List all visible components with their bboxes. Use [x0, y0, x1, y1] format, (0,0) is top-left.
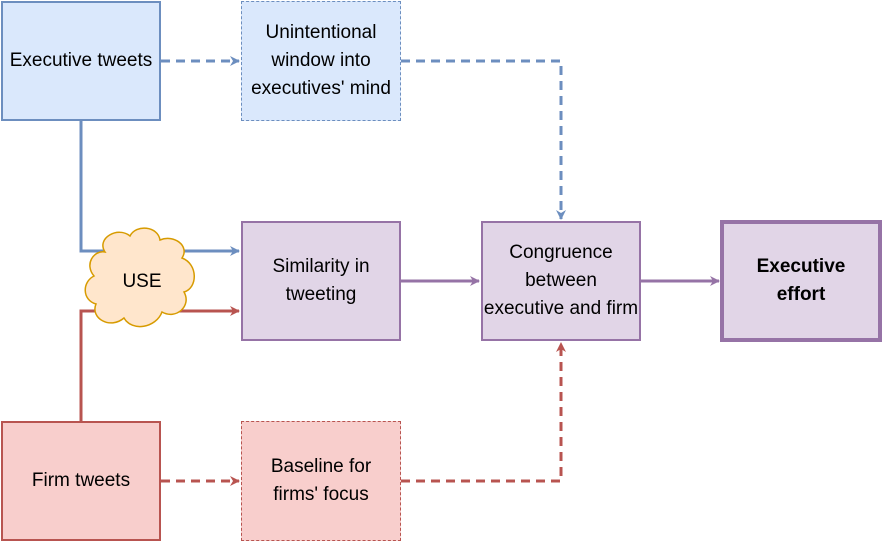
executive-effort-label: Executive effort: [756, 256, 846, 305]
use-cloud-shape: [84, 227, 195, 328]
node-similarity: Similarity in tweeting: [241, 221, 401, 341]
arrow-firm-to-similarity: [79, 306, 240, 421]
firm-tweets-label: Firm tweets: [31, 470, 131, 491]
baseline-label: Baseline for firms' focus: [270, 456, 372, 505]
similarity-label: Similarity in tweeting: [272, 256, 370, 305]
arrow-baseline-to-congruence: [401, 342, 566, 483]
arrow-exec-to-similarity: [79, 121, 240, 256]
executive-tweets-label: Executive tweets: [9, 50, 153, 71]
unintentional-window-label: Unintentional window into executives' mi…: [251, 22, 391, 99]
congruence-label: Congruence between executive and firm: [483, 242, 639, 319]
node-executive-tweets: Executive tweets: [1, 1, 161, 121]
node-congruence: Congruence between executive and firm: [481, 221, 641, 341]
node-baseline: Baseline for firms' focus: [241, 421, 401, 541]
node-unintentional-window: Unintentional window into executives' mi…: [241, 1, 401, 121]
use-cloud-label: USE: [122, 271, 162, 292]
arrow-window-to-congruence: [401, 59, 566, 220]
node-executive-effort: Executive effort: [720, 220, 882, 342]
node-firm-tweets: Firm tweets: [1, 421, 161, 541]
